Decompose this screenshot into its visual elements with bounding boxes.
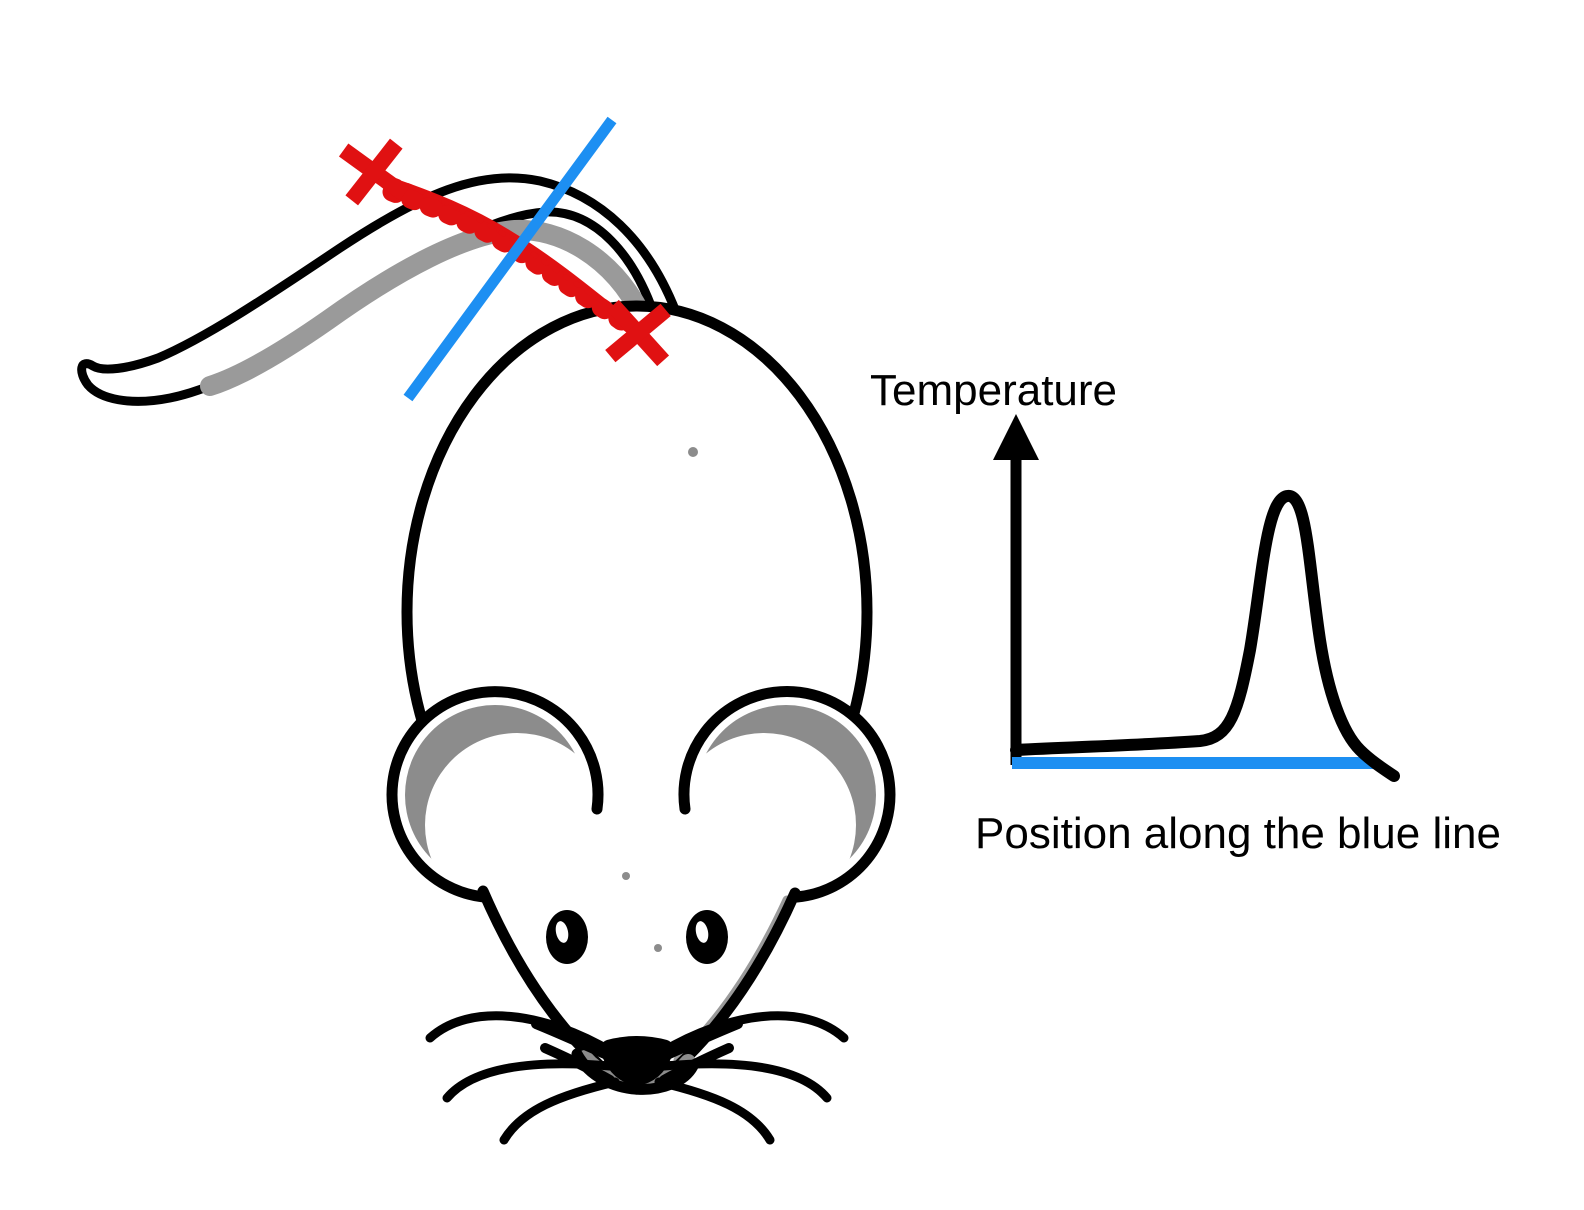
mouse-whiskers: [425, 1011, 849, 1145]
eye-highlight: [695, 921, 709, 943]
whisker: [442, 1059, 615, 1103]
x-arm: [605, 303, 671, 363]
red-line-texture: [382, 182, 634, 333]
back-freckle: [688, 447, 698, 457]
tail-annotations: [338, 116, 671, 402]
x-arm: [345, 138, 403, 206]
ear-outline: [678, 685, 896, 903]
whisker: [657, 1011, 849, 1057]
mouse-tail-shading: [200, 219, 652, 396]
whisker: [659, 1059, 832, 1103]
whisker: [425, 1011, 617, 1057]
temperature-chart: Temperature Position along the blue line: [870, 366, 1501, 858]
y-axis-label: Temperature: [870, 366, 1117, 415]
face-freckle: [654, 944, 662, 952]
red-x-icon: [605, 299, 671, 367]
whisker: [654, 1077, 775, 1145]
mouse-eye-left: [546, 910, 588, 964]
x-axis-label: Position along the blue line: [975, 809, 1501, 858]
whisker: [499, 1077, 620, 1145]
red-x-icon: [338, 138, 410, 206]
mouse-ear-right: [678, 685, 896, 903]
temperature-curve: [1010, 490, 1400, 782]
mouse-illustration: [77, 173, 896, 1145]
mouse-nose: [600, 1036, 674, 1086]
y-axis-arrow-icon: [993, 414, 1039, 460]
mouse-face: [483, 838, 794, 1090]
face-freckle: [622, 872, 630, 880]
ear-outline: [386, 686, 604, 903]
eye-highlight: [555, 921, 569, 943]
mouse-eye-right: [686, 910, 728, 964]
blue-scan-line: [403, 116, 617, 402]
